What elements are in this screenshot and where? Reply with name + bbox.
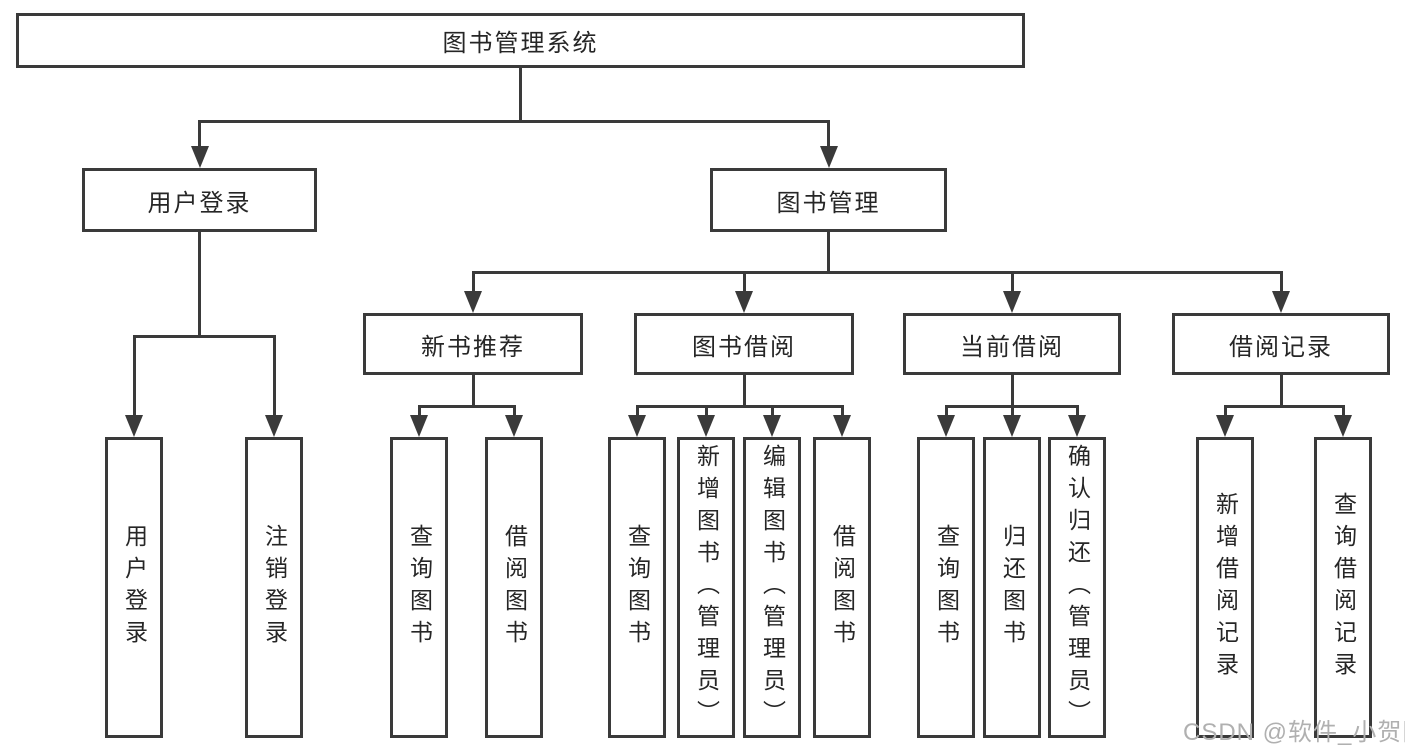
node-leaf-user-login: 用户登录 (105, 437, 163, 738)
connector-line (132, 335, 136, 419)
connector-line (417, 405, 516, 408)
connector-line (272, 335, 276, 419)
connector-line (1279, 271, 1283, 295)
arrowhead-down-icon (1068, 415, 1086, 437)
connector-line (770, 405, 774, 419)
connector-line (1010, 405, 1014, 419)
connector-line (198, 232, 201, 335)
connector-line (132, 335, 276, 338)
connector-line (1010, 271, 1014, 295)
node-label-book-mgmt: 图书管理 (776, 189, 881, 217)
node-leaf-confirm-return: 确认归还（管理员） (1048, 437, 1106, 738)
node-label-user-login: 用户登录 (147, 189, 252, 217)
node-leaf-add-record: 新增借阅记录 (1196, 437, 1254, 738)
connector-line (944, 405, 948, 419)
node-book-mgmt: 图书管理 (710, 168, 947, 232)
arrowhead-down-icon (937, 415, 955, 437)
connector-line (742, 271, 746, 295)
connector-line (1341, 405, 1345, 419)
node-label-leaf-borrow-books-1: 借阅图书 (501, 523, 528, 652)
node-user-login: 用户登录 (82, 168, 317, 232)
node-label-leaf-add-record: 新增借阅记录 (1212, 491, 1239, 684)
arrowhead-down-icon (1272, 291, 1290, 313)
node-label-leaf-user-login: 用户登录 (121, 523, 148, 652)
arrowhead-down-icon (1216, 415, 1234, 437)
node-label-leaf-query-record: 查询借阅记录 (1330, 491, 1357, 684)
node-label-current-borrow: 当前借阅 (960, 333, 1064, 361)
connector-line (512, 405, 516, 419)
node-label-book-borrow: 图书借阅 (692, 333, 796, 361)
connector-line (1279, 375, 1283, 405)
arrowhead-down-icon (763, 415, 781, 437)
arrowhead-down-icon (1003, 415, 1021, 437)
arrowhead-down-icon (1334, 415, 1352, 437)
connector-line (635, 405, 639, 419)
connector-line (471, 375, 475, 405)
node-label-root: 图书管理系统 (442, 30, 599, 57)
csdn-watermark: CSDN @软件_小贺同学 (1183, 719, 1405, 746)
connector-line (704, 405, 708, 419)
connector-line (1223, 405, 1345, 408)
arrowhead-down-icon (833, 415, 851, 437)
node-leaf-edit-books: 编辑图书（管理员） (743, 437, 801, 738)
connector-line (471, 271, 475, 295)
node-label-new-book-rec: 新书推荐 (421, 333, 525, 361)
arrowhead-down-icon (735, 291, 753, 313)
node-leaf-logout: 注销登录 (245, 437, 303, 738)
connector-line (1223, 405, 1227, 419)
node-label-leaf-query-books-1: 查询图书 (406, 523, 433, 652)
connector-line (1075, 405, 1079, 419)
node-borrow-records: 借阅记录 (1172, 313, 1390, 375)
node-leaf-query-books-2: 查询图书 (608, 437, 666, 738)
arrowhead-down-icon (265, 415, 283, 437)
arrowhead-down-icon (464, 291, 482, 313)
arrowhead-down-icon (125, 415, 143, 437)
arrowhead-down-icon (410, 415, 428, 437)
connector-line (635, 405, 844, 408)
node-leaf-query-record: 查询借阅记录 (1314, 437, 1372, 738)
node-leaf-borrow-books-2: 借阅图书 (813, 437, 871, 738)
node-label-borrow-records: 借阅记录 (1229, 333, 1333, 361)
connector-line (1010, 375, 1014, 405)
node-label-leaf-borrow-books-2: 借阅图书 (829, 523, 856, 652)
connector-line (417, 405, 421, 419)
connector-line (742, 375, 746, 405)
node-current-borrow: 当前借阅 (903, 313, 1121, 375)
connector-line (198, 120, 830, 123)
node-label-leaf-query-books-3: 查询图书 (933, 523, 960, 652)
arrowhead-down-icon (505, 415, 523, 437)
node-leaf-borrow-books-1: 借阅图书 (485, 437, 543, 738)
node-book-borrow: 图书借阅 (634, 313, 854, 375)
node-root: 图书管理系统 (16, 13, 1025, 68)
node-leaf-add-books: 新增图书（管理员） (677, 437, 735, 738)
arrowhead-down-icon (190, 146, 209, 168)
node-label-leaf-edit-books: 编辑图书（管理员） (759, 443, 786, 732)
node-leaf-query-books-1: 查询图书 (390, 437, 448, 738)
node-label-leaf-logout: 注销登录 (261, 523, 288, 652)
arrowhead-down-icon (628, 415, 646, 437)
node-label-leaf-confirm-return: 确认归还（管理员） (1064, 443, 1091, 732)
arrowhead-down-icon (697, 415, 715, 437)
node-new-book-rec: 新书推荐 (363, 313, 583, 375)
connector-line (827, 120, 830, 150)
node-label-leaf-return-books: 归还图书 (999, 523, 1026, 652)
node-label-leaf-add-books: 新增图书（管理员） (693, 443, 720, 732)
connector-line (840, 405, 844, 419)
arrowhead-down-icon (819, 146, 838, 168)
connector-line (827, 232, 830, 271)
node-leaf-return-books: 归还图书 (983, 437, 1041, 738)
connector-line (471, 271, 1283, 274)
arrowhead-down-icon (1003, 291, 1021, 313)
node-label-leaf-query-books-2: 查询图书 (624, 523, 651, 652)
node-leaf-query-books-3: 查询图书 (917, 437, 975, 738)
connector-line (198, 120, 201, 150)
connector-line (519, 68, 522, 120)
